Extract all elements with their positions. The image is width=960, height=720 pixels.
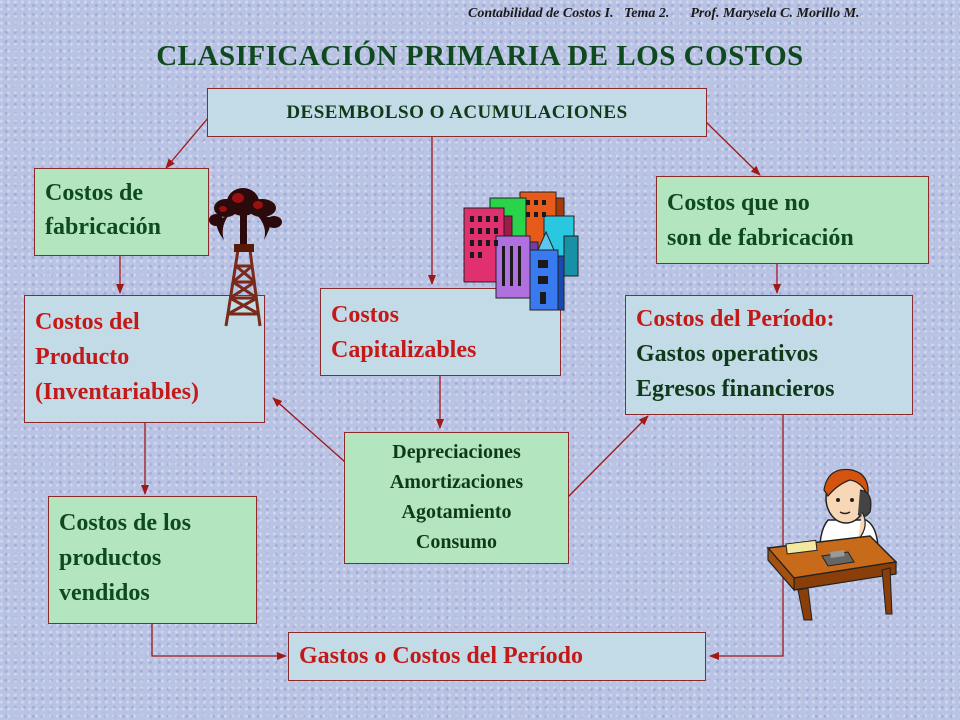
slide-title: CLASIFICACIÓN PRIMARIA DE LOS COSTOS [156, 40, 804, 72]
arrow-ajustes-to-producto [272, 397, 346, 463]
box-no-fabricacion-line-2: son de fabricación [667, 224, 854, 251]
box-periodo-line-3: Egresos financieros [636, 375, 835, 402]
box-producto-line-3: (Inventariables) [35, 378, 199, 405]
arrow-desembolso-to-no-fabricacion [705, 121, 761, 176]
box-productos-vendidos: Costos de los productos vendidos [48, 496, 257, 624]
header-course: Contabilidad de Costos I. [468, 6, 614, 21]
office-worker-phone-icon [766, 468, 898, 621]
box-ajustes-line-1: Depreciaciones [392, 441, 521, 463]
box-capitalizables-line-1: Costos [331, 302, 400, 328]
box-fabricacion-line-2: fabricación [45, 213, 161, 240]
box-costos-periodo: Costos del Período: Gastos operativos Eg… [625, 295, 913, 415]
box-costos-fabricacion: Costos de fabricación [34, 168, 209, 256]
box-ajustes-line-2: Amortizaciones [389, 471, 524, 493]
box-ajustes-line-4: Consumo [415, 531, 498, 553]
header-topic: Tema 2. [623, 6, 670, 21]
box-desembolso: DESEMBOLSO O ACUMULACIONES [207, 88, 707, 137]
box-ajustes-line-3: Agotamiento [401, 501, 512, 523]
buildings-icon [463, 191, 579, 311]
arrow-desembolso-to-fabricacion [165, 117, 209, 169]
oil-derrick-icon [209, 188, 282, 327]
box-vendidos-line-2: productos [59, 544, 162, 571]
box-costos-capitalizables: Costos Capitalizables [320, 288, 561, 376]
box-desembolso-label: DESEMBOLSO O ACUMULACIONES [286, 102, 628, 123]
box-vendidos-line-1: Costos de los [59, 510, 192, 536]
box-vendidos-line-3: vendidos [59, 579, 150, 606]
box-producto-line-1: Costos del [35, 309, 140, 335]
box-no-fabricacion-line-1: Costos que no [667, 190, 810, 216]
box-gastos-periodo-label: Gastos o Costos del Período [299, 643, 583, 669]
arrow-periodo-to-gastos [709, 415, 784, 660]
box-costos-producto: Costos del Producto (Inventariables) [24, 295, 265, 423]
box-periodo-line-1: Costos del Período: [636, 306, 835, 332]
box-periodo-line-2: Gastos operativos [636, 340, 818, 367]
box-costos-no-fabricacion: Costos que no son de fabricación [656, 176, 929, 264]
header-professor: Prof. Marysela C. Morillo M. [690, 6, 860, 21]
arrow-vendidos-to-gastos [151, 624, 287, 660]
box-fabricacion-line-1: Costos de [45, 180, 144, 206]
box-ajustes: Depreciaciones Amortizaciones Agotamient… [344, 432, 569, 564]
slide-header: Contabilidad de Costos I. Tema 2. Prof. … [468, 6, 953, 22]
arrow-ajustes-to-periodo [567, 415, 649, 498]
box-capitalizables-line-2: Capitalizables [331, 336, 477, 363]
box-gastos-periodo: Gastos o Costos del Período [288, 632, 706, 681]
box-producto-line-2: Producto [35, 343, 130, 370]
